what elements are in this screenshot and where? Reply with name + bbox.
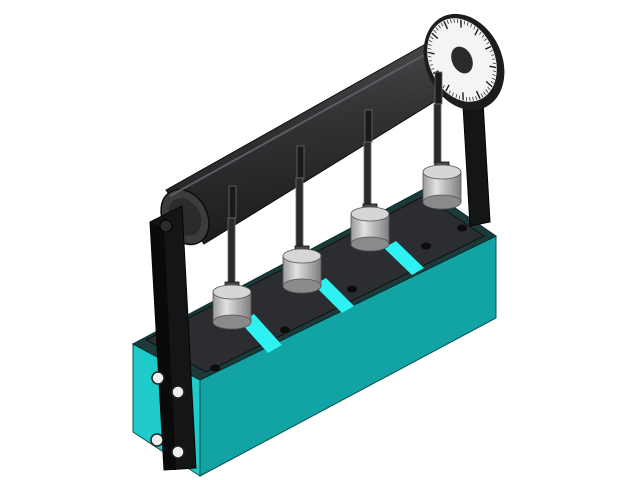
- dial-ticks: [427, 18, 497, 102]
- hanging-strap: [433, 103, 442, 165]
- dial-tick: [491, 77, 495, 80]
- dial-tick: [438, 24, 441, 29]
- roller-clamp: [364, 109, 373, 143]
- dial-tick: [473, 26, 476, 30]
- dial-tick: [452, 92, 454, 97]
- dial-tick: [485, 89, 489, 93]
- dial-tick: [481, 34, 485, 38]
- dial-tick: [475, 96, 478, 101]
- dial-disc: [423, 13, 505, 111]
- dial-tick: [486, 42, 490, 45]
- tray-hole-2: [280, 326, 290, 334]
- dial-tick: [489, 65, 497, 69]
- dial-tick: [431, 32, 439, 40]
- dial-tick: [489, 50, 493, 52]
- weight-stations: [212, 71, 462, 330]
- dial-tick: [480, 93, 484, 98]
- dial-tick: [490, 80, 494, 84]
- dial-tick: [485, 45, 492, 50]
- bolt-1: [151, 371, 165, 385]
- dial-tick: [446, 19, 449, 24]
- dial-tick: [429, 40, 433, 43]
- bolt-2: [171, 385, 185, 399]
- hanging-strap: [363, 141, 372, 207]
- dial-tick: [453, 18, 455, 23]
- tray-hole-5: [457, 224, 467, 232]
- dial-tick: [427, 51, 435, 55]
- dial-tick: [472, 96, 474, 101]
- weight-top: [282, 248, 322, 264]
- weight-bottom: [212, 314, 252, 330]
- dial-tick: [484, 38, 487, 41]
- dial-tick: [445, 84, 450, 92]
- dial-tick: [440, 22, 444, 27]
- roller-clamp: [296, 145, 305, 179]
- weight-top: [422, 164, 462, 180]
- dial-tick: [475, 90, 481, 99]
- dial-tick: [485, 80, 493, 88]
- dial-tick: [469, 97, 471, 102]
- dial-tick: [483, 91, 486, 96]
- dial-tick: [492, 74, 496, 77]
- dial-tick: [470, 23, 472, 28]
- dial-tick: [433, 29, 437, 34]
- dial-tick: [448, 90, 451, 94]
- weight-bottom: [422, 194, 462, 210]
- dial-tick: [430, 36, 434, 40]
- dial-tick: [435, 27, 439, 31]
- dial-tick: [450, 19, 452, 24]
- dial-tick: [474, 28, 479, 36]
- bolt-4: [171, 445, 185, 459]
- weight-bottom: [350, 236, 390, 252]
- dial-tick: [487, 86, 491, 91]
- dial-tick: [492, 70, 497, 73]
- dial-tick: [467, 22, 469, 26]
- tray-hole-4: [421, 242, 431, 250]
- divider-strip-2: [314, 278, 354, 313]
- roller-clamp: [228, 185, 237, 219]
- hanging-strap: [295, 177, 304, 249]
- dial-tick: [431, 68, 435, 70]
- weight-top: [212, 284, 252, 300]
- weight-bottom: [282, 278, 322, 294]
- bolt-3: [150, 433, 164, 447]
- dial-tick: [442, 85, 445, 89]
- tray-hole-3: [347, 285, 357, 293]
- dial-tick: [443, 21, 449, 30]
- hanging-strap: [227, 217, 236, 285]
- divider-strip-3: [384, 241, 424, 275]
- dial-tick: [479, 31, 482, 35]
- tray-hole-1: [210, 364, 220, 372]
- dial-tick: [427, 47, 432, 50]
- left-frame-post: [149, 205, 197, 471]
- weight-top: [350, 206, 390, 222]
- roller-clamp: [434, 71, 443, 105]
- dial-tick: [455, 94, 457, 98]
- dial-tick: [428, 43, 432, 46]
